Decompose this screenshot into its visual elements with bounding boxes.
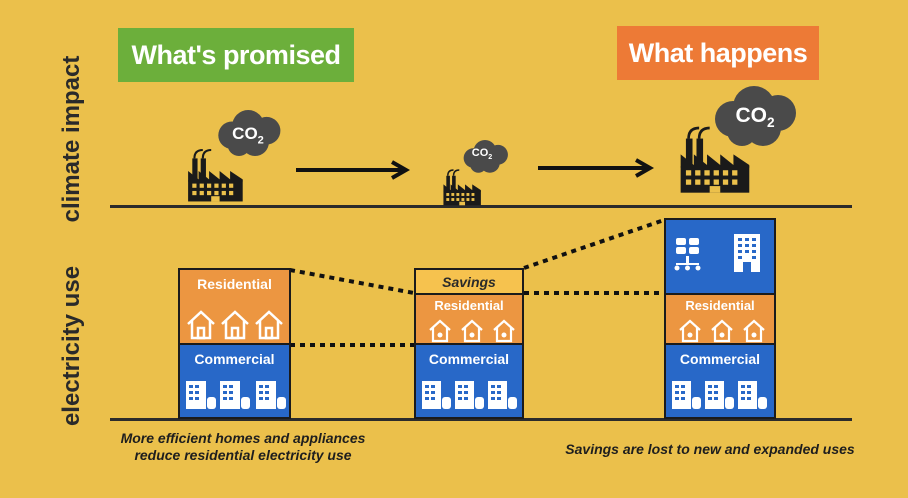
arrow-right-icon: [296, 160, 411, 180]
electricity-baseline: [110, 418, 852, 421]
residential-block-middle: Residential: [414, 293, 524, 345]
database-icon: [674, 238, 701, 271]
commercial-block-right: Commercial: [664, 343, 776, 419]
office-building-icon-row: [422, 381, 517, 409]
caption-left: More efficient homes and appliances redu…: [100, 430, 386, 464]
caption-left-line2: reduce residential electricity use: [134, 447, 352, 463]
whats-promised-banner: What's promised: [118, 28, 354, 82]
house-icon-row: [187, 310, 283, 340]
dotted-connectors: [289, 218, 665, 347]
commercial-block-middle: Commercial: [414, 343, 524, 419]
office-building-icon-row: [672, 381, 767, 409]
factory-icon: [187, 148, 244, 203]
residential-block-right: Residential: [664, 293, 776, 345]
commercial-block-left: Commercial: [178, 343, 291, 419]
caption-right: Savings are lost to new and expanded use…: [565, 441, 855, 457]
house-icon-row: [679, 319, 765, 343]
savings-block: Savings: [414, 268, 524, 295]
house-icon-row: [429, 319, 515, 343]
caption-left-line1: More efficient homes and appliances: [120, 430, 366, 446]
climate-baseline: [110, 205, 852, 208]
office-building-icon-row: [186, 381, 286, 409]
factory-icon: [442, 169, 482, 206]
co2-label-left: CO2: [232, 124, 264, 147]
residential-block-left: Residential: [178, 268, 291, 345]
what-happens-banner: What happens: [617, 26, 819, 80]
data-center-icons: [674, 234, 760, 272]
co2-label-right: CO2: [735, 104, 775, 131]
new-uses-block: [664, 218, 776, 295]
arrow-right-icon: [538, 158, 655, 178]
co2-label-middle: CO2: [471, 147, 493, 162]
